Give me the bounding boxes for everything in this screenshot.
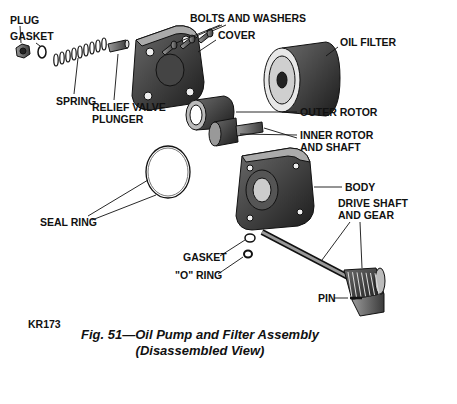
part-label: SEAL RING (40, 216, 97, 228)
figure-caption: Fig. 51—Oil Pump and Filter Assembly (Di… (40, 327, 360, 359)
spring (54, 38, 106, 66)
inner-rotor-and-shaft (209, 118, 263, 146)
cover (132, 26, 204, 110)
seal-ring (146, 146, 190, 198)
part-label: INNER ROTOR AND SHAFT (300, 129, 392, 153)
plug (16, 44, 30, 58)
part-label: GASKET (183, 251, 227, 263)
figure-code: KR173 (28, 318, 61, 330)
gasket (38, 46, 46, 58)
part-label: SPRING (56, 95, 96, 107)
drive-shaft-and-gear (262, 232, 385, 316)
part-label: GASKET (10, 30, 54, 42)
part-label: "O" RING (175, 269, 222, 281)
part-label: OIL FILTER (340, 36, 396, 48)
gasket (245, 234, 255, 242)
part-label: BOLTS AND WASHERS (190, 12, 306, 24)
part-label: RELIEF VALVE PLUNGER (92, 101, 182, 125)
body (236, 148, 314, 230)
part-label: PIN (318, 292, 336, 304)
oil-filter (264, 42, 340, 116)
bolts-and-washers (162, 29, 213, 55)
part-label: OUTER ROTOR (300, 106, 377, 118)
o-ring (244, 251, 252, 258)
part-label: BODY (345, 181, 375, 193)
pin (350, 297, 362, 300)
part-label: COVER (218, 29, 255, 41)
part-label: DRIVE SHAFT AND GEAR (338, 197, 428, 221)
part-label: PLUG (10, 14, 39, 26)
relief-valve-plunger (108, 40, 129, 52)
leader-lines (20, 25, 362, 298)
